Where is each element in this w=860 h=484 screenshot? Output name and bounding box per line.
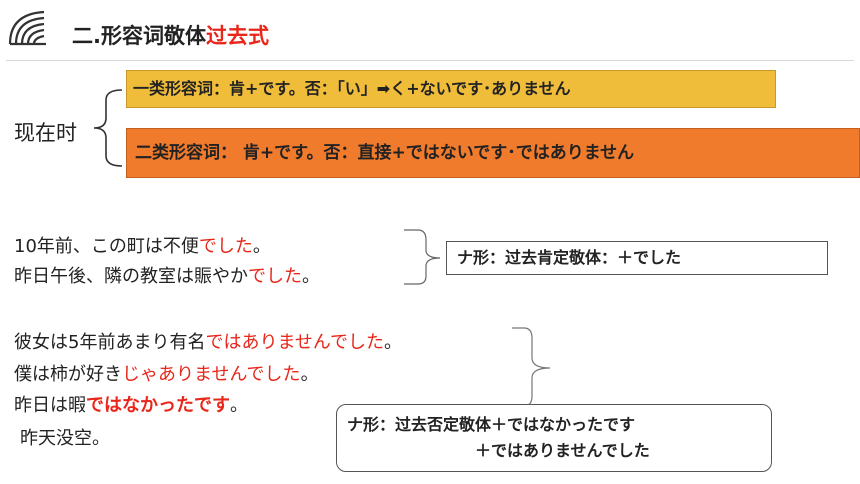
stacked-lines-logo-icon: [8, 10, 46, 46]
example-sentence: 昨日は暇ではなかったです。: [14, 395, 248, 416]
type2-adjective-box: 二类形容词： 肯+です。否：直接+ではないです･ではありません: [126, 128, 860, 178]
title-main: 二.形容词敬体: [72, 24, 206, 48]
title-highlight: 过去式: [205, 24, 269, 48]
example-sentence: 昨日午後、隣の教室は賑やかでした。: [14, 266, 320, 287]
example-sentence: 彼女は5年前あまり有名ではありませんでした。: [14, 332, 403, 353]
past-negative-line2: ＋ではありませんでした: [475, 441, 650, 460]
past-negative-summary: ナ形：过去否定敬体＋ではなかったです ＋ではありませんでした: [336, 404, 772, 472]
translation-text: 昨天没空。: [20, 428, 110, 449]
example-sentence: 10年前、この町は不便でした。: [14, 236, 271, 257]
page-title: 二.形容词敬体过去式: [72, 20, 269, 50]
past-negative-line1: ナ形：过去否定敬体＋ではなかったです: [347, 415, 636, 434]
header-divider: [6, 60, 854, 61]
present-tense-label: 现在时: [14, 121, 77, 145]
type1-adjective-box: 一类形容词：肯+です。否：「い」➡く+ないです･ありません: [126, 70, 776, 108]
past-affirmative-summary: ナ形：过去肯定敬体：＋でした: [446, 241, 828, 275]
example-sentence: 僕は柿が好きじゃありませんでした。: [14, 364, 319, 385]
